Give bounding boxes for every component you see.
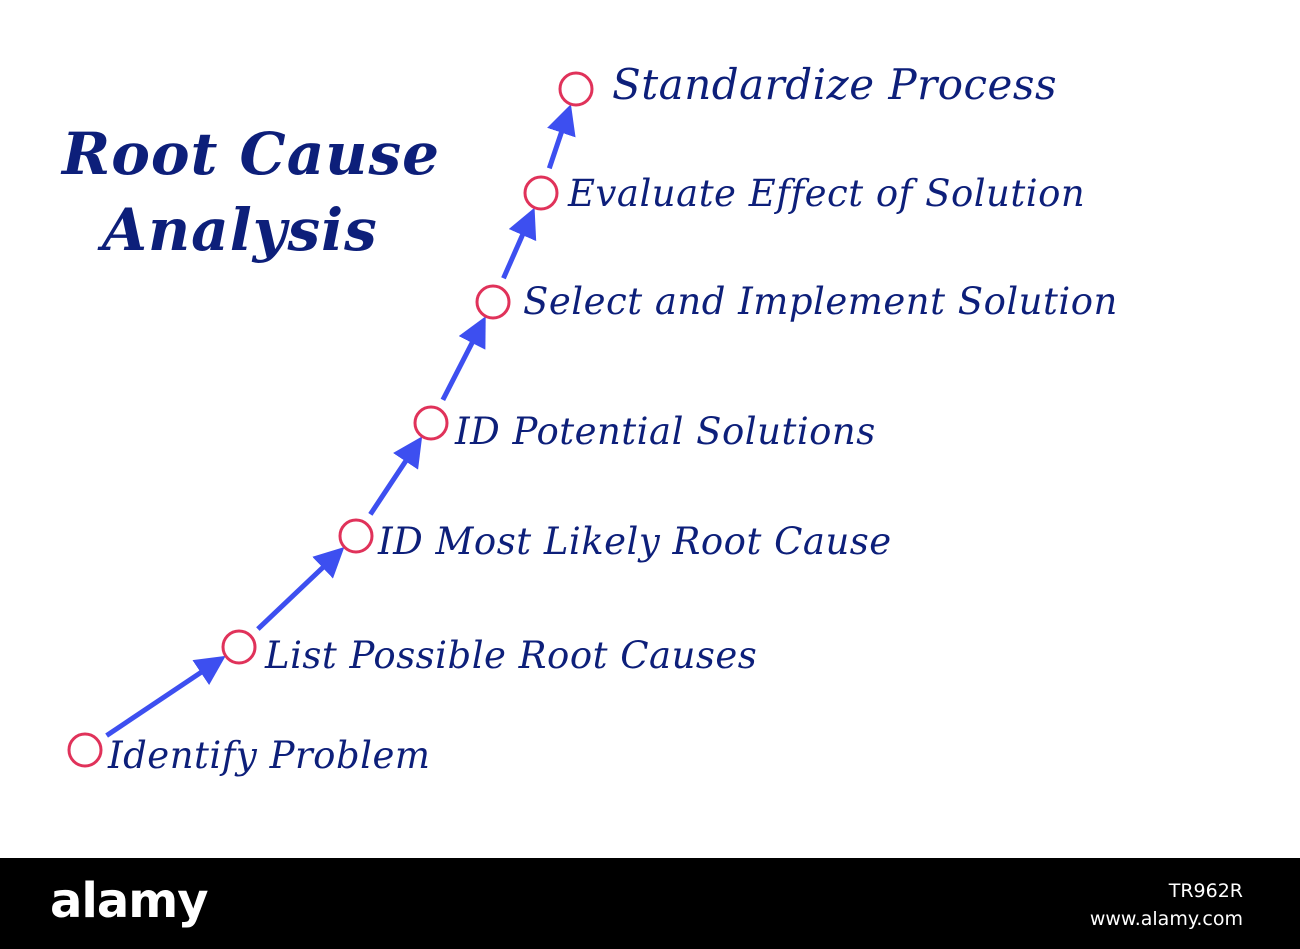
- flow-arrow-1: [105, 655, 226, 738]
- step-label-id-potential-solutions: ID Potential Solutions: [455, 410, 876, 453]
- step-node-standardize-process: [558, 71, 594, 107]
- step-node-list-possible-root-causes: [221, 629, 257, 665]
- step-label-list-possible-root-causes: List Possible Root Causes: [265, 634, 758, 677]
- step-node-select-and-implement-solution: [475, 284, 511, 320]
- step-label-identify-problem: Identify Problem: [108, 734, 431, 777]
- flow-arrow-3: [368, 436, 423, 516]
- alamy-logo: alamy: [50, 873, 209, 929]
- step-label-select-and-implement-solution: Select and Implement Solution: [523, 280, 1118, 323]
- site-url: www.alamy.com: [1089, 908, 1243, 930]
- step-node-id-potential-solutions: [413, 405, 449, 441]
- step-node-evaluate-effect-of-solution: [523, 175, 559, 211]
- watermark-bar: alamy TR962R www.alamy.com: [0, 858, 1300, 949]
- step-node-identify-problem: [67, 732, 103, 768]
- flow-arrow-4: [440, 316, 486, 402]
- step-label-id-most-likely-root-cause: ID Most Likely Root Cause: [378, 520, 892, 563]
- diagram-title-line-1: Root Cause: [62, 120, 441, 188]
- flow-arrow-5: [501, 207, 537, 280]
- flow-graphic: [67, 71, 594, 768]
- diagram-title-line-2: Analysis: [102, 196, 378, 264]
- step-label-evaluate-effect-of-solution: Evaluate Effect of Solution: [568, 172, 1086, 215]
- root-cause-diagram: Root Cause Analysis Identify Problem Lis…: [62, 60, 1118, 777]
- step-label-standardize-process: Standardize Process: [612, 60, 1058, 109]
- flow-arrow-6: [546, 104, 576, 170]
- flow-arrow-2: [256, 547, 345, 631]
- step-node-id-most-likely-root-cause: [338, 518, 374, 554]
- image-id: TR962R: [1168, 880, 1243, 902]
